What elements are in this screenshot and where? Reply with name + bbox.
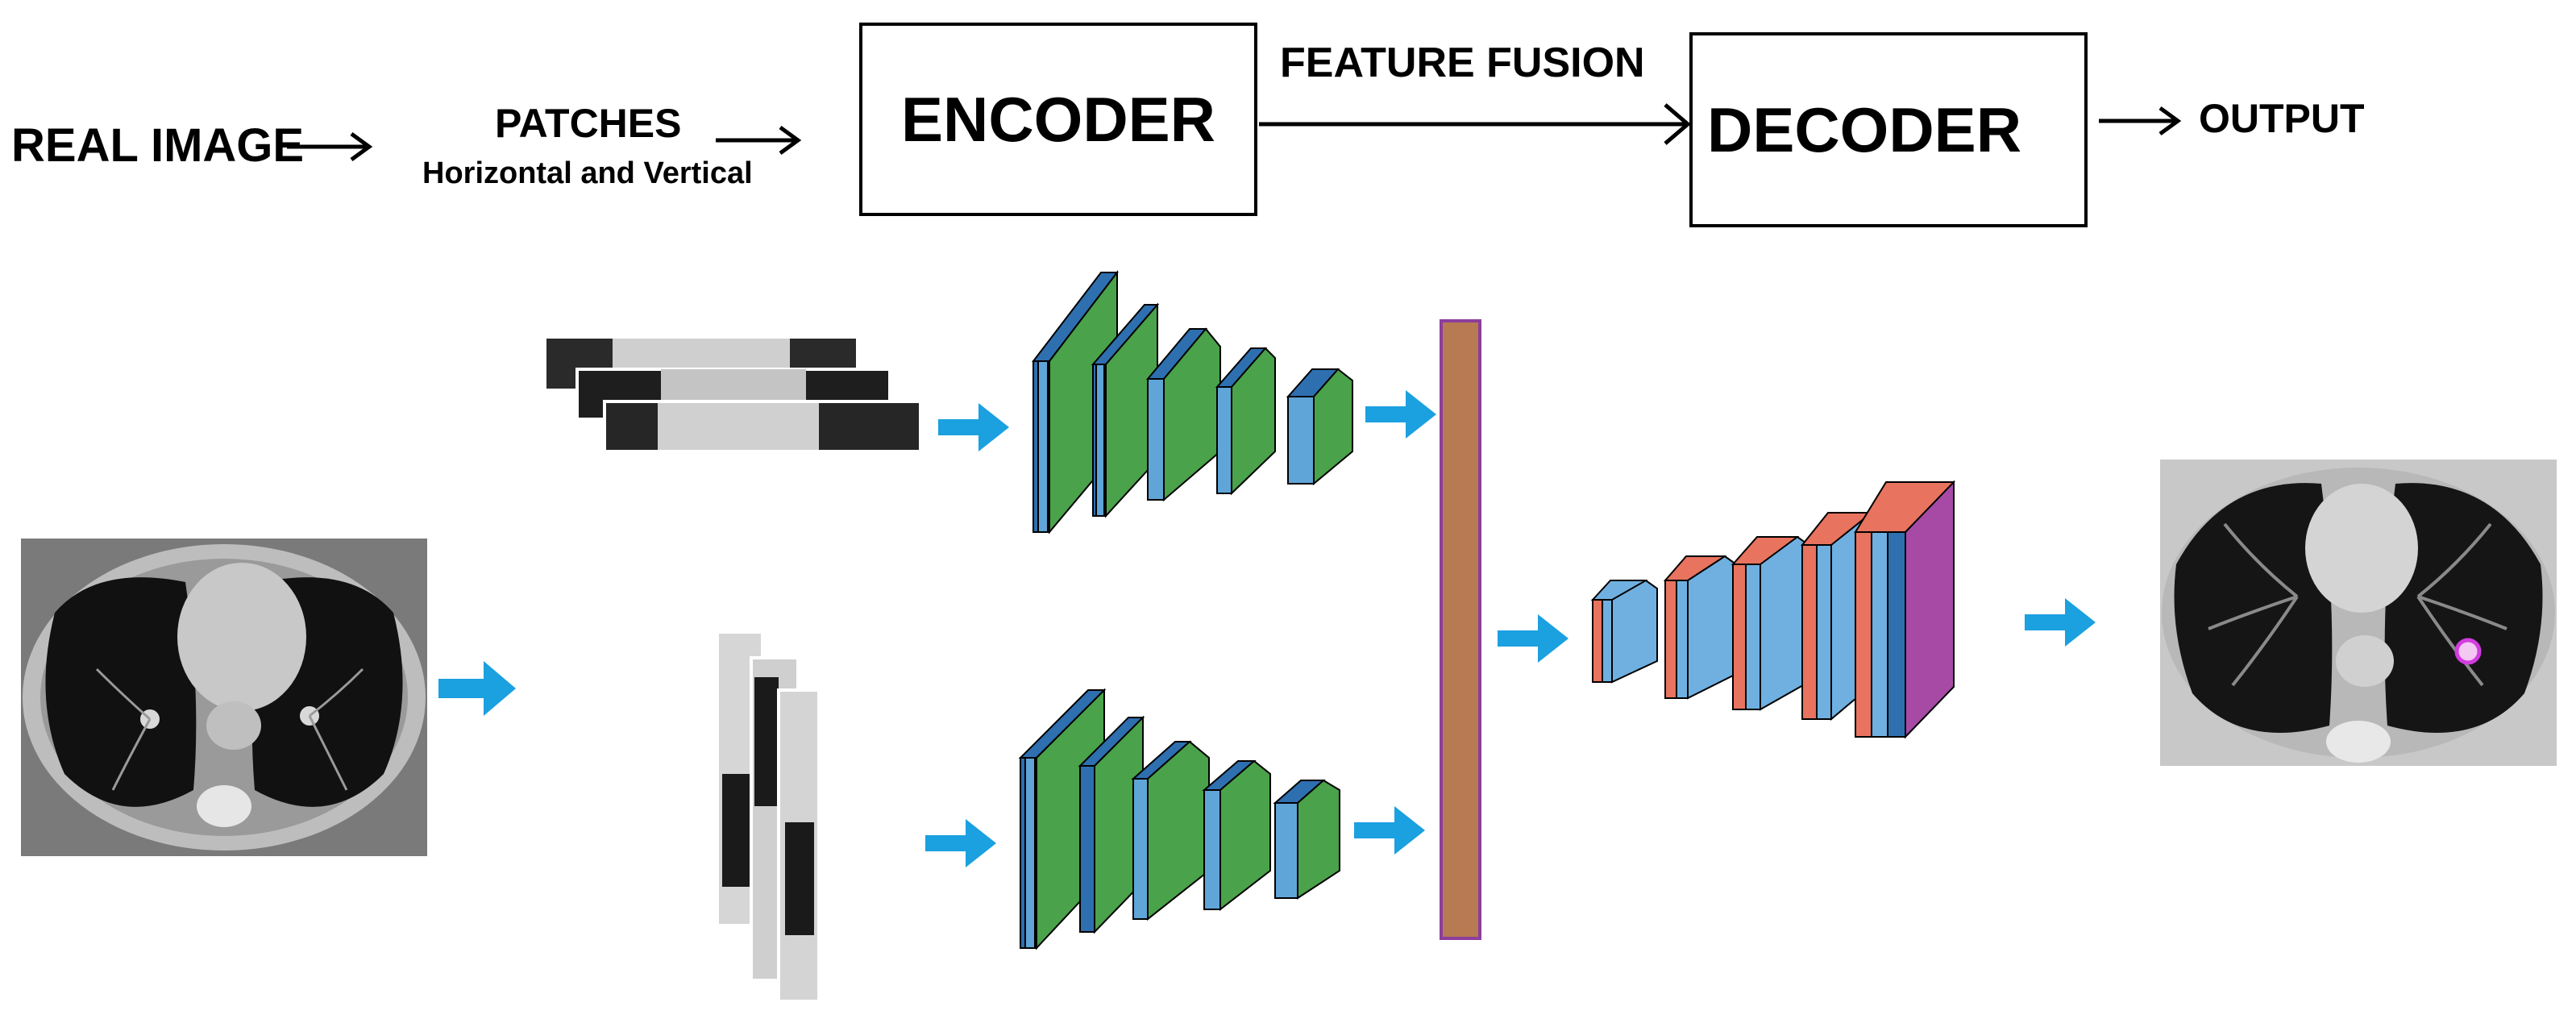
encoder-box: ENCODER (859, 23, 1257, 216)
horizontal-patch-stack (546, 339, 922, 453)
vertical-patch-stack (719, 634, 821, 1003)
flow-arrow-vpatch (925, 819, 996, 867)
arrow-real-to-patches (287, 131, 373, 162)
input-ct-image (21, 539, 427, 856)
feature-fusion-label: FEATURE FUSION (1280, 40, 1645, 86)
flow-arrow-fusion (1498, 614, 1568, 663)
arrow-patches-to-encoder (716, 125, 802, 156)
patches-label: PATCHES (495, 101, 682, 146)
flow-arrow-decoder (2025, 598, 2096, 647)
decoder-box: DECODER (1689, 32, 2088, 227)
decoder-cnn-blocks (1590, 480, 1955, 739)
nodule-marker (2454, 638, 2482, 665)
arrow-encoder-to-decoder (1259, 103, 1691, 145)
patches-sublabel: Horizontal and Vertical (422, 156, 753, 190)
encoder-cnn-blocks-top (1031, 270, 1353, 534)
encoder-label: ENCODER (900, 83, 1216, 155)
decoder-label: DECODER (1707, 94, 2022, 165)
real-image-label: REAL IMAGE (11, 119, 305, 172)
encoder-cnn-blocks-bottom (1018, 688, 1340, 950)
feature-fusion-bar (1440, 319, 1481, 940)
flow-arrows (438, 390, 2096, 867)
flow-arrow-enc-top (1365, 390, 1436, 439)
output-ct-image (2160, 460, 2557, 766)
flow-arrow-enc-bottom (1354, 806, 1425, 855)
flow-arrow-hpatch (938, 403, 1009, 451)
flow-arrow-input (438, 661, 516, 716)
arrow-decoder-to-output (2099, 106, 2182, 136)
output-label: OUTPUT (2199, 96, 2365, 141)
